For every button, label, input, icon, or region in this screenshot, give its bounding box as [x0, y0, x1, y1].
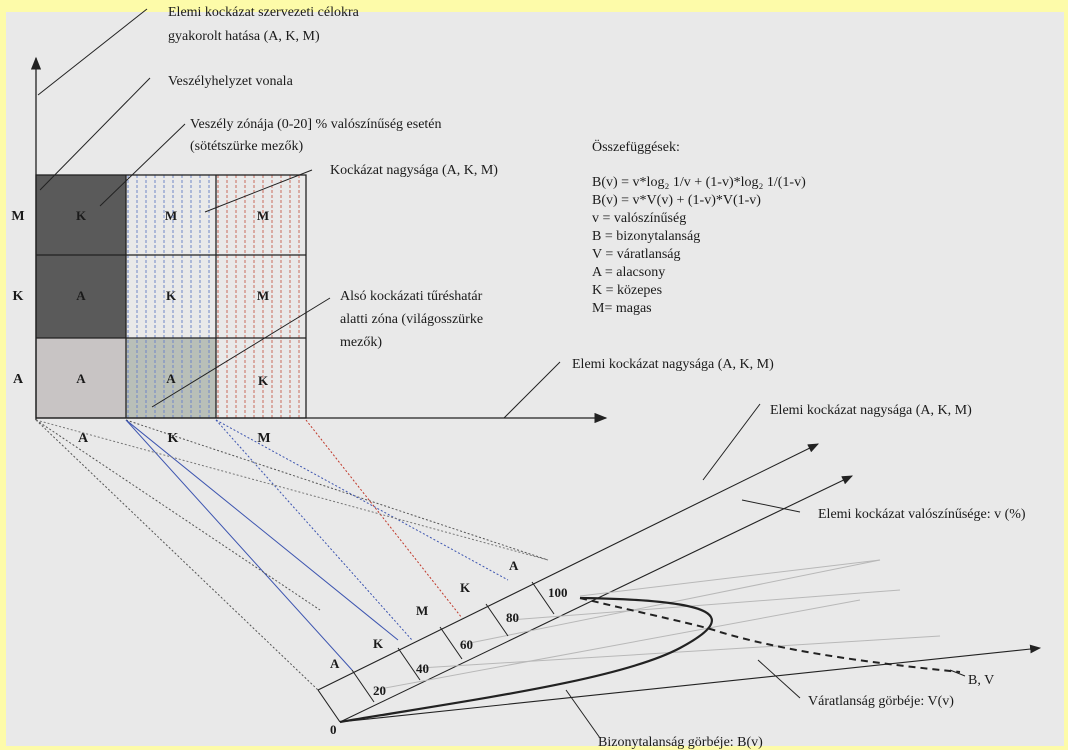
matrix-cell: A — [166, 371, 176, 386]
size-label: M — [416, 603, 428, 618]
prob-tick-label: 20 — [373, 683, 386, 698]
matrix-cell: M — [165, 208, 177, 223]
uncertainty-curve — [339, 596, 713, 724]
elem-size-annotation: Elemi kockázat nagysága (A, K, M) — [572, 357, 774, 372]
surprise-curve — [579, 597, 961, 673]
column-label: A — [78, 431, 89, 446]
lower-zone-annotation: mezők) — [340, 335, 382, 350]
matrix-cell: M — [257, 208, 269, 223]
bv-axis-label: B, V — [968, 673, 994, 688]
matrix-cell-bg — [36, 255, 126, 338]
risk-matrix: K M M A K M A A K — [35, 174, 307, 419]
formula-line: V = váratlanság — [592, 247, 681, 262]
formula-line: v = valószínűség — [592, 211, 686, 226]
formulas-block: Összefüggések: B(v) = v*log₂ 1/v + (1-v)… — [592, 138, 806, 316]
row-label: K — [13, 289, 24, 304]
size-label: A — [330, 656, 340, 671]
hatch-column-red — [216, 175, 306, 418]
prob-tick-label: 0 — [330, 722, 337, 737]
formulas-title: Összefüggések: — [592, 138, 680, 155]
impact-annotation: gyakorolt hatása (A, K, M) — [168, 29, 320, 44]
column-label: M — [257, 431, 270, 446]
size-label: K — [460, 580, 471, 595]
elem-prob-annotation: Elemi kockázat valószínűsége: v (%) — [818, 507, 1026, 522]
impact-annotation: Elemi kockázat szervezeti célokra — [168, 5, 360, 20]
guide-lines — [373, 559, 941, 691]
hazard-zone-annotation: (sötétszürke mezők) — [190, 139, 303, 154]
matrix-cell: M — [257, 288, 269, 303]
size-label: K — [373, 636, 384, 651]
row-label: M — [11, 209, 24, 224]
formula-line: A = alacsony — [592, 265, 665, 280]
risk-size-annotation: Kockázat nagysága (A, K, M) — [330, 163, 498, 178]
matrix-cell: K — [76, 208, 87, 223]
prob-tick-label: 100 — [548, 585, 568, 600]
formula-line: K = közepes — [592, 283, 662, 298]
formula-line: M= magas — [592, 301, 652, 316]
formula-line: B(v) = v*V(v) + (1-v)*V(1-v) — [592, 193, 761, 208]
formula-line: B = bizonytalanság — [592, 229, 700, 244]
lower-zone-annotation: alatti zóna (világosszürke — [340, 312, 483, 327]
formula-line: B(v) = v*log₂ 1/v + (1-v)*log₂ 1/(1-v) — [592, 175, 806, 190]
projection-lines — [35, 419, 549, 691]
row-label: A — [13, 372, 24, 387]
matrix-cell: A — [76, 371, 86, 386]
prob-tick-label: 80 — [506, 610, 519, 625]
lower-zone-annotation: Alsó kockázati tűréshatár — [340, 289, 483, 304]
size-label: A — [509, 558, 519, 573]
hazard-zone-annotation: Veszély zónája (0-20] % valószínűség ese… — [190, 117, 442, 132]
elem-size-ray-annotation: Elemi kockázat nagysága (A, K, M) — [770, 403, 972, 418]
prob-ticks — [351, 581, 555, 703]
uncertainty-curve-annotation: Bizonytalanság görbéje: B(v) — [598, 735, 763, 750]
column-label: K — [168, 431, 179, 446]
surprise-curve-annotation: Váratlanság görbéje: V(v) — [808, 694, 954, 709]
matrix-cell: A — [76, 288, 86, 303]
matrix-cell-bg — [36, 175, 126, 255]
matrix-cell: K — [258, 373, 269, 388]
hazard-line-annotation: Veszélyhelyzet vonala — [168, 74, 294, 89]
prob-tick-label: 40 — [416, 661, 429, 676]
prob-tick-label: 60 — [460, 637, 473, 652]
leader-lines — [37, 8, 966, 739]
matrix-cell-bg — [36, 338, 126, 418]
matrix-cell: K — [166, 288, 177, 303]
